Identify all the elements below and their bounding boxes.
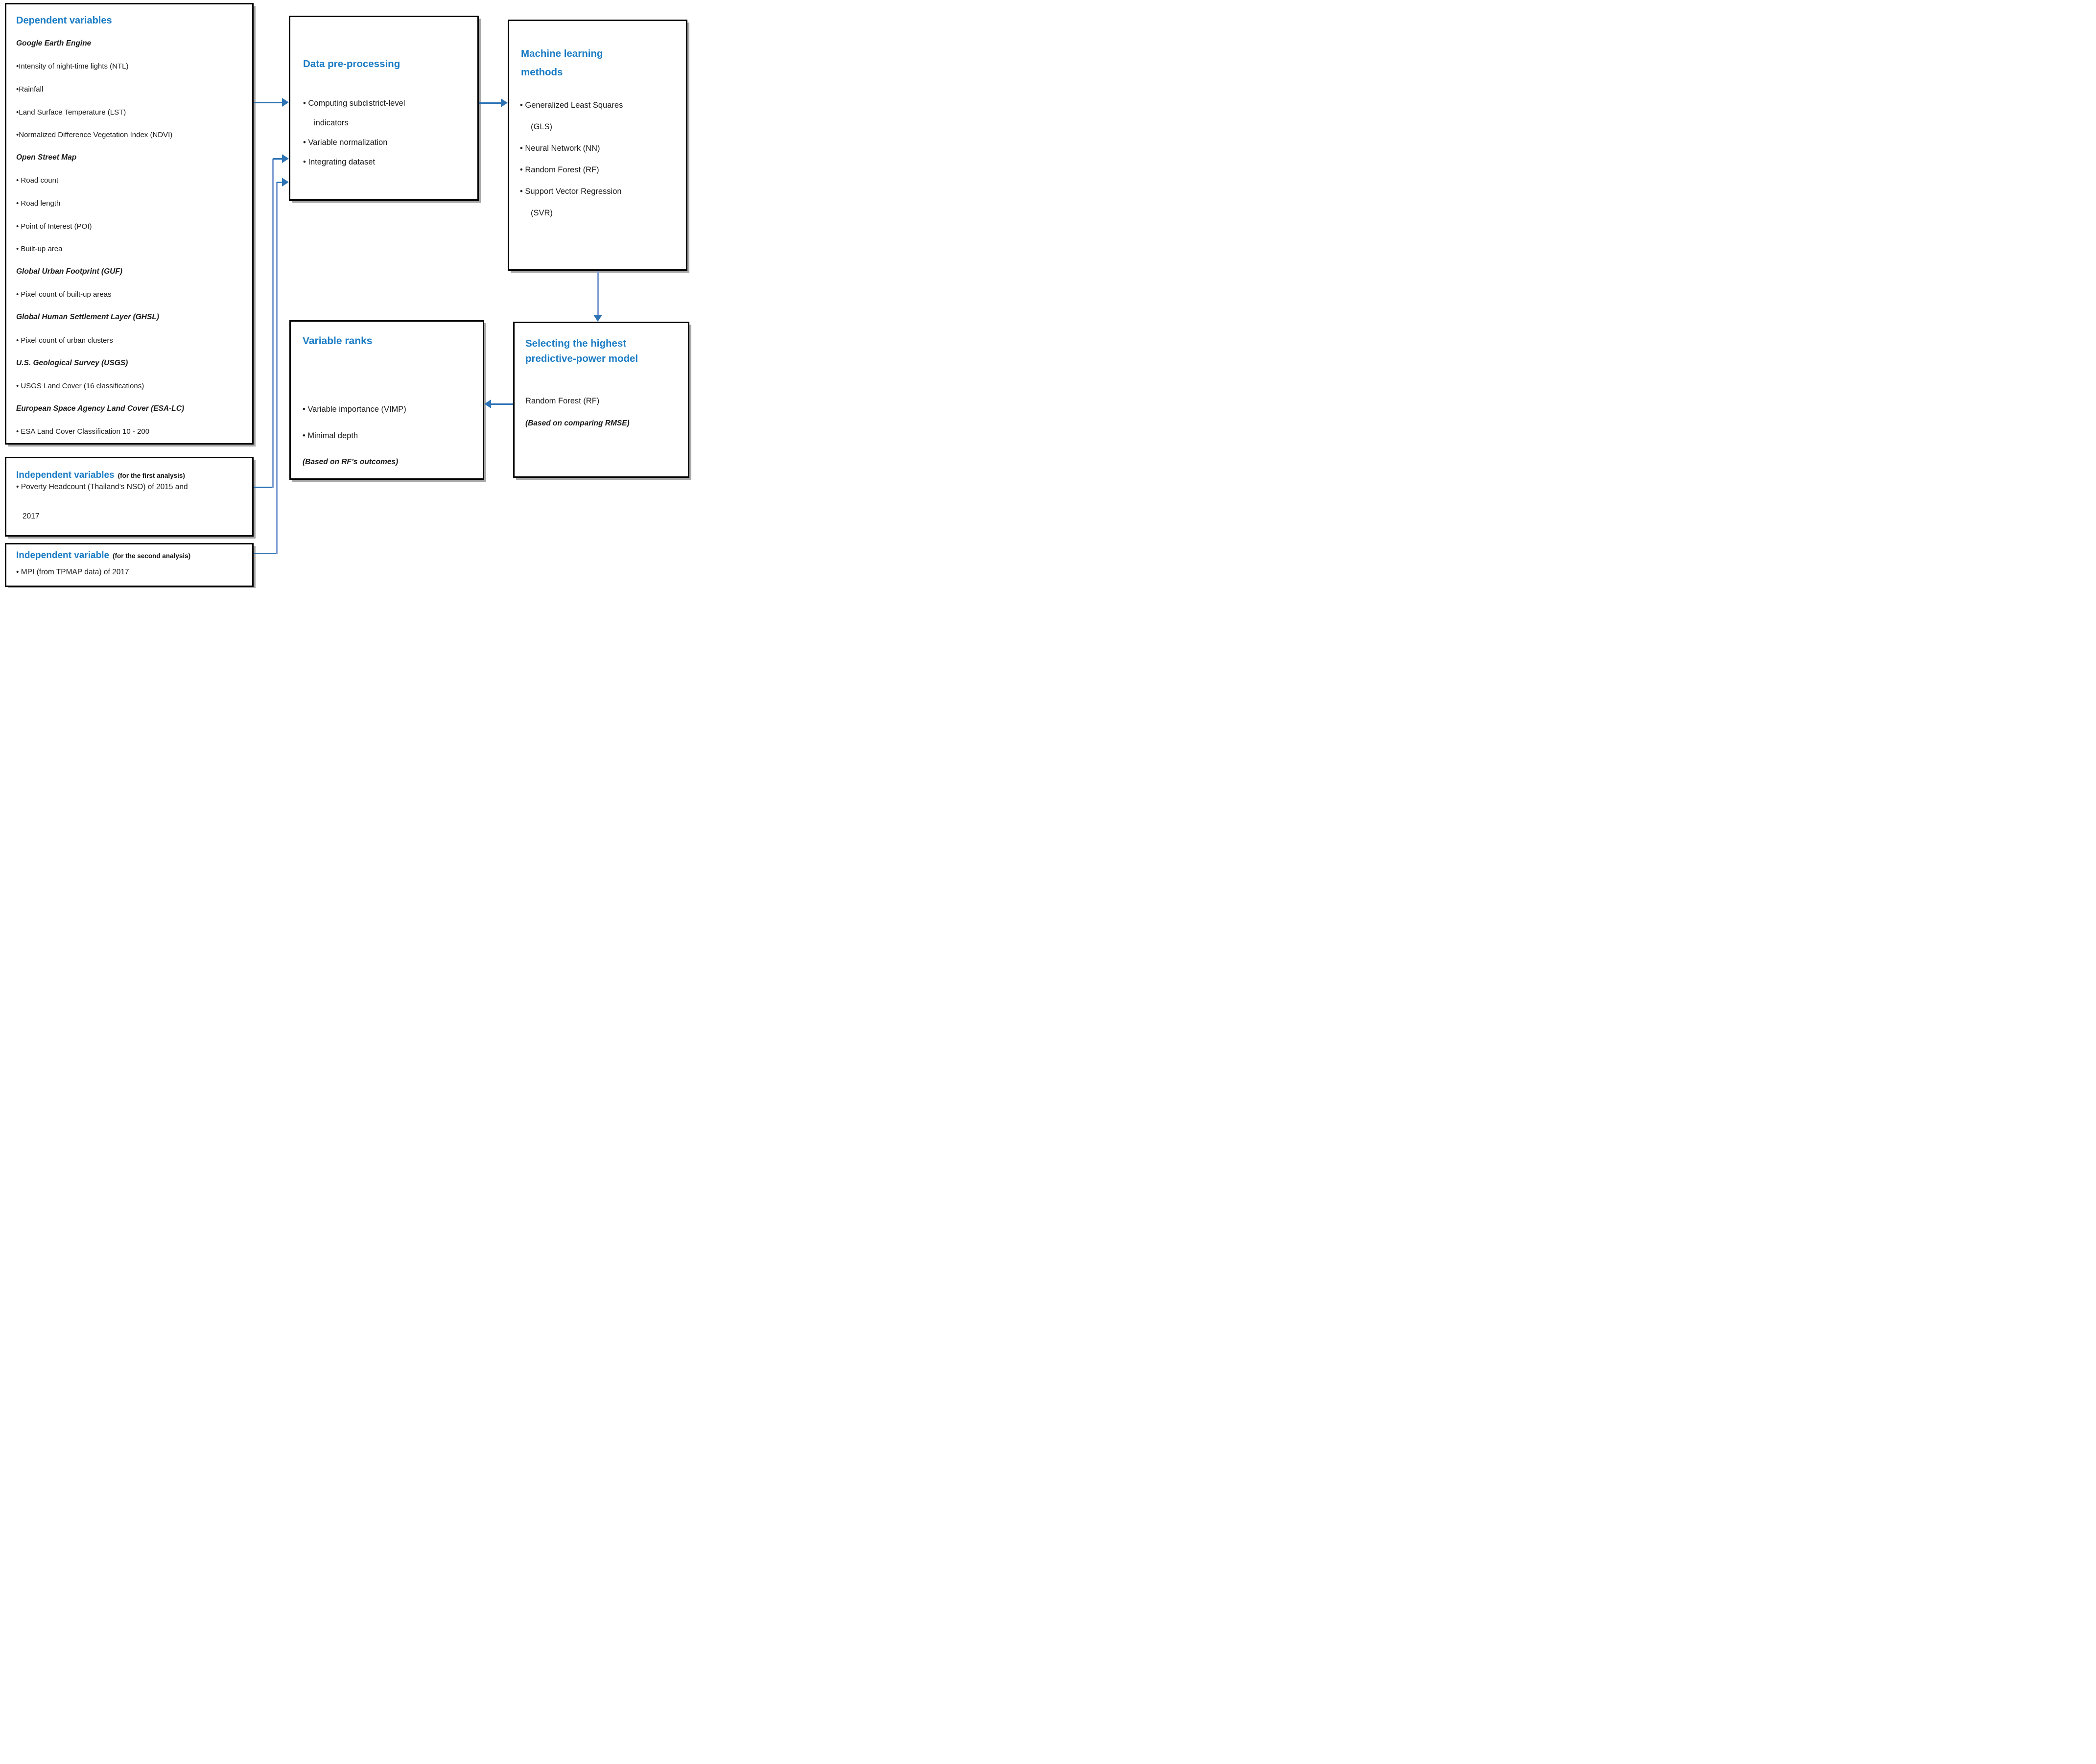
variable-ranks-title: Variable ranks bbox=[303, 335, 373, 347]
dependent-variables-title: Dependent variables bbox=[16, 15, 112, 26]
data-preprocessing-box: Data pre-processing • Computing subdistr… bbox=[289, 16, 479, 201]
source-group-label: Global Urban Footprint (GUF) bbox=[16, 267, 122, 276]
list-item: • Support Vector Regression bbox=[520, 187, 622, 196]
list-item: • Poverty Headcount (Thailand’s NSO) of … bbox=[16, 483, 188, 491]
list-item: • ESA Land Cover Classification 10 - 200 bbox=[16, 427, 150, 436]
list-item: •Land Surface Temperature (LST) bbox=[16, 108, 126, 117]
list-item-continuation: 2017 bbox=[23, 512, 40, 520]
title-suffix: (for the second analysis) bbox=[113, 552, 191, 560]
machine-learning-list: • Generalized Least Squares (GLS) • Neur… bbox=[520, 94, 682, 224]
list-item: • Pixel count of built-up areas bbox=[16, 290, 112, 299]
source-group-label: U.S. Geological Survey (USGS) bbox=[16, 358, 128, 367]
list-item-continuation: (GLS) bbox=[531, 122, 553, 131]
list-item: •Intensity of night-time lights (NTL) bbox=[16, 62, 129, 71]
list-item: • Computing subdistrict-level bbox=[303, 99, 405, 108]
list-item: • Road count bbox=[16, 176, 59, 185]
selection-basis-note: (Based on comparing RMSE) bbox=[525, 419, 630, 427]
source-group-label: European Space Agency Land Cover (ESA-LC… bbox=[16, 404, 185, 413]
model-selection-box: Selecting the highest predictive-power m… bbox=[513, 322, 689, 478]
variable-ranks-list: • Variable importance (VIMP) • Minimal d… bbox=[303, 402, 406, 455]
ranks-basis-note: (Based on RF’s outcomes) bbox=[303, 458, 399, 466]
title-line: Selecting the highest bbox=[525, 338, 627, 349]
list-item: • Variable normalization bbox=[303, 138, 388, 147]
list-item: • Integrating dataset bbox=[303, 158, 376, 166]
list-item: • Neural Network (NN) bbox=[520, 144, 600, 153]
list-item: • USGS Land Cover (16 classifications) bbox=[16, 381, 144, 390]
independent-variable-second-box: Independent variable(for the second anal… bbox=[5, 543, 254, 587]
data-preprocessing-list: • Computing subdistrict-level indicators… bbox=[303, 94, 471, 172]
variable-ranks-box: Variable ranks • Variable importance (VI… bbox=[289, 320, 484, 480]
list-item-continuation: indicators bbox=[314, 118, 349, 127]
arrow-independent2-entry-line bbox=[277, 182, 283, 183]
title-main: Independent variables bbox=[16, 470, 115, 480]
independent-variables-first-title: Independent variables(for the first anal… bbox=[16, 470, 185, 481]
arrow-independent1-exit-line bbox=[254, 487, 274, 488]
model-selection-title: Selecting the highest predictive-power m… bbox=[525, 336, 638, 366]
arrow-preprocessing-to-ml-line bbox=[479, 102, 501, 104]
title-line: Machine learning bbox=[521, 48, 603, 59]
independent-variables-first-box: Independent variables(for the first anal… bbox=[5, 457, 254, 537]
list-item: • Generalized Least Squares bbox=[520, 101, 623, 110]
title-suffix: (for the first analysis) bbox=[118, 472, 185, 479]
list-item: • Random Forest (RF) bbox=[520, 165, 599, 174]
dependent-variables-list: Google Earth Engine •Intensity of night-… bbox=[16, 32, 247, 443]
list-item: • Variable importance (VIMP) bbox=[303, 405, 406, 414]
source-group-label: Global Human Settlement Layer (GHSL) bbox=[16, 313, 159, 322]
arrow-right-icon bbox=[282, 154, 289, 163]
source-group-label: Google Earth Engine bbox=[16, 39, 92, 48]
list-item: • Point of Interest (POI) bbox=[16, 222, 92, 231]
machine-learning-methods-box: Machine learning methods • Generalized L… bbox=[508, 20, 687, 271]
list-item: •Normalized Difference Vegetation Index … bbox=[16, 131, 173, 140]
arrow-independent2-exit-line bbox=[254, 553, 278, 554]
arrow-dependent-to-preprocessing-line bbox=[254, 102, 283, 103]
selected-model-label: Random Forest (RF) bbox=[525, 397, 600, 405]
data-preprocessing-title: Data pre-processing bbox=[303, 58, 400, 70]
arrow-left-icon bbox=[484, 400, 491, 408]
flow-diagram: Dependent variables Google Earth Engine … bbox=[0, 0, 699, 588]
list-item: • Minimal depth bbox=[303, 431, 358, 440]
title-line: predictive-power model bbox=[525, 353, 638, 364]
dependent-variables-box: Dependent variables Google Earth Engine … bbox=[5, 3, 254, 445]
arrow-independent2-riser-line bbox=[276, 182, 278, 554]
list-item: • MPI (from TPMAP data) of 2017 bbox=[16, 568, 129, 576]
arrow-right-icon bbox=[501, 98, 508, 107]
arrow-independent1-riser-line bbox=[272, 159, 274, 488]
arrow-selection-to-ranks-line bbox=[491, 403, 513, 405]
source-group-label: Open Street Map bbox=[16, 153, 77, 162]
arrow-independent1-entry-line bbox=[273, 158, 283, 160]
arrow-right-icon bbox=[282, 178, 289, 187]
independent-variable-second-title: Independent variable(for the second anal… bbox=[16, 550, 190, 561]
title-line: methods bbox=[521, 67, 563, 78]
list-item: •Rainfall bbox=[16, 85, 44, 94]
arrow-down-icon bbox=[593, 315, 602, 322]
arrow-right-icon bbox=[282, 98, 289, 107]
list-item: • Road length bbox=[16, 199, 61, 208]
arrow-ml-to-selection-line bbox=[597, 271, 599, 316]
list-item-continuation: (SVR) bbox=[531, 209, 553, 217]
machine-learning-title: Machine learning methods bbox=[521, 45, 603, 82]
list-item: • Pixel count of urban clusters bbox=[16, 336, 113, 345]
list-item: • Built-up area bbox=[16, 245, 63, 254]
title-main: Independent variable bbox=[16, 550, 110, 561]
